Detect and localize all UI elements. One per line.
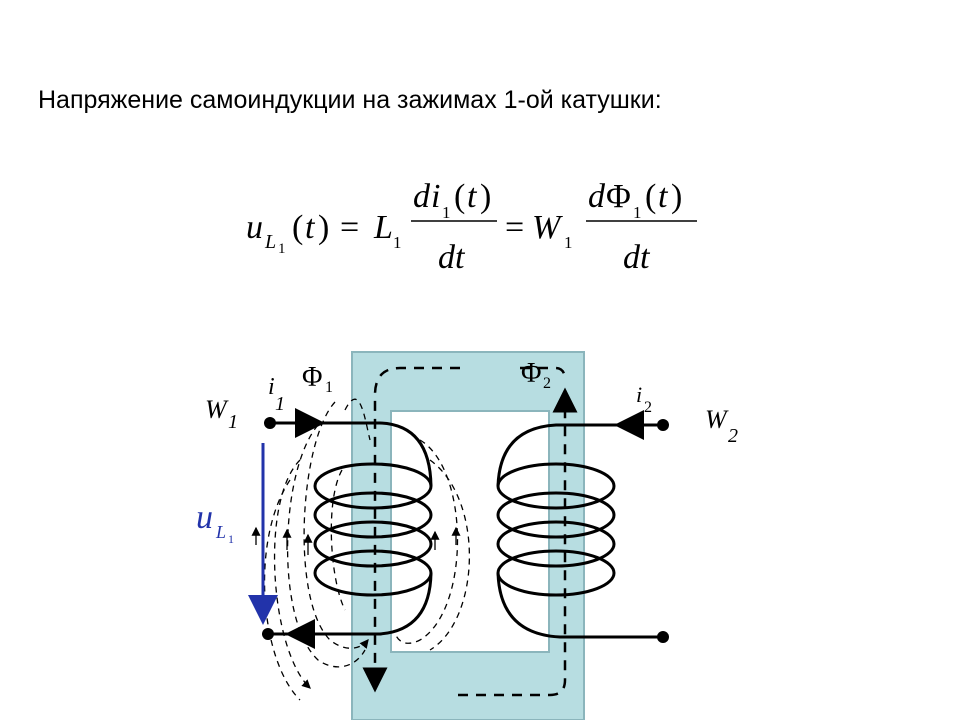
formula-num2-close: ) <box>671 178 682 215</box>
formula-equals-2: = <box>505 209 524 246</box>
uL1-label: u <box>196 499 213 536</box>
formula-num1-open: ( <box>454 178 465 215</box>
formula-arg-open: ( <box>292 209 303 246</box>
formula-num2-sub-1: 1 <box>633 203 642 222</box>
core-flux-path <box>362 366 460 693</box>
phi2-sub: 2 <box>543 375 551 392</box>
formula-den2-dt: dt <box>623 239 651 276</box>
formula-L-sub-1: 1 <box>393 233 402 252</box>
uL1-sub-L: L <box>215 522 226 542</box>
formula-u: u <box>246 209 263 246</box>
formula-num2-t: t <box>658 178 669 215</box>
w2-label: W <box>705 405 729 434</box>
terminal-w1-top <box>264 417 276 429</box>
w1-label: W <box>205 395 229 424</box>
phi1-label: Φ <box>302 362 322 393</box>
terminal-w1-bottom <box>262 628 274 640</box>
phi2-label: Φ <box>521 358 541 389</box>
uL1-sub-1: 1 <box>228 532 234 546</box>
formula-sub-L: L <box>264 231 276 253</box>
primary-coil <box>270 421 433 636</box>
formula-num1-close: ) <box>480 178 491 215</box>
formula-num2-open: ( <box>645 178 656 215</box>
formula-W-sub-1: 1 <box>564 233 573 252</box>
formula-num2-phi: Φ <box>606 178 631 215</box>
self-induction-formula: u L 1 ( t ) = L 1 d i 1 ( t ) dt = W 1 d… <box>246 178 697 276</box>
w2-sub: 2 <box>728 425 738 447</box>
formula-W: W <box>532 209 563 246</box>
i2-label: i <box>636 382 642 407</box>
formula-L: L <box>373 209 393 246</box>
formula-num1-sub-1: 1 <box>442 203 451 222</box>
leakage-flux-arrows <box>251 526 461 555</box>
formula-num2-d: d <box>588 178 606 215</box>
formula-arg-close: ) <box>318 209 329 246</box>
formula-equals-1: = <box>340 209 359 246</box>
formula-num1-t: t <box>467 178 478 215</box>
i1-sub: 1 <box>275 393 285 415</box>
formula-sub-1: 1 <box>278 241 286 257</box>
slide-heading: Напряжение самоиндукции на зажимах 1-ой … <box>38 86 662 114</box>
phi1-sub: 1 <box>325 379 333 396</box>
i2-sub: 2 <box>644 399 652 416</box>
formula-arg-t: t <box>305 209 316 246</box>
core-flux-path-top-right <box>520 366 567 381</box>
formula-num1-i: i <box>431 178 440 215</box>
i1-label: i <box>268 374 275 400</box>
formula-num1-d: d <box>413 178 431 215</box>
w1-sub: 1 <box>228 411 238 433</box>
terminal-w2-top <box>657 419 669 431</box>
formula-den1-dt: dt <box>438 239 466 276</box>
core-flux-path-bottom <box>458 387 578 697</box>
secondary-coil <box>496 423 663 639</box>
terminal-w2-bottom <box>657 631 669 643</box>
